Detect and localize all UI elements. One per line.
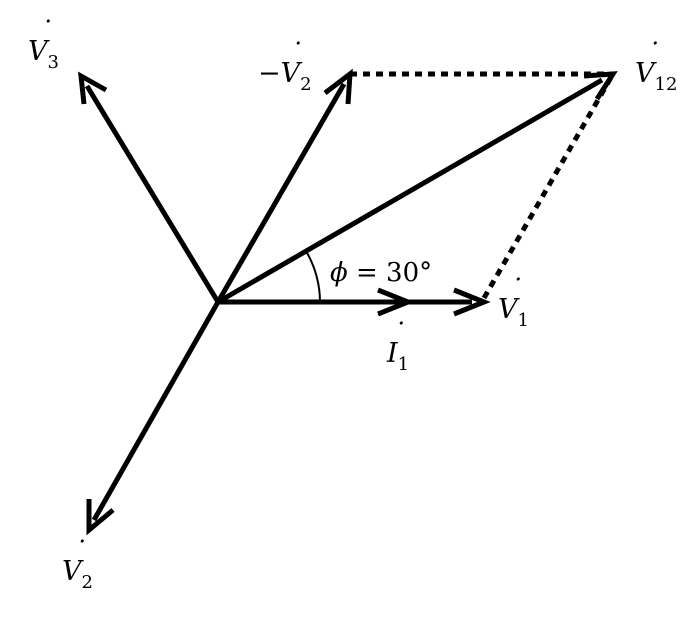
dot-v12: ˙: [646, 38, 660, 69]
vector-v1-arrowhead: [453, 287, 491, 317]
dot-v3: ˙: [39, 16, 53, 47]
label-v12: V12: [635, 58, 677, 95]
vector-neg-v2-shaft: [215, 82, 347, 304]
vector-neg-v2-arrowhead: [323, 68, 353, 105]
label-v3: V3: [28, 36, 59, 73]
vector-v2-shaft: [91, 300, 221, 522]
dot-v2: ˙: [73, 536, 87, 567]
current-i1-arrowhead: [377, 287, 415, 317]
label-neg-v2: −V2: [258, 58, 312, 95]
label-v1: V1: [498, 294, 529, 331]
label-i1: I1: [386, 338, 409, 375]
dot-v1: ˙: [509, 274, 523, 305]
dotted-line-right: [481, 72, 616, 300]
vector-v12-shaft: [216, 77, 604, 305]
vector-v2-arrowhead: [86, 499, 115, 536]
vector-v3-arrowhead: [77, 71, 108, 105]
label-v2: V2: [62, 556, 93, 593]
vector-v12-arrowhead: [583, 71, 618, 101]
angle-arc: [305, 250, 321, 303]
dot-neg-v2: ˙: [289, 38, 303, 69]
vector-v3-shaft: [84, 84, 221, 304]
dot-i1: ˙: [392, 318, 406, 349]
angle-label: ϕ = 30°: [330, 258, 432, 288]
